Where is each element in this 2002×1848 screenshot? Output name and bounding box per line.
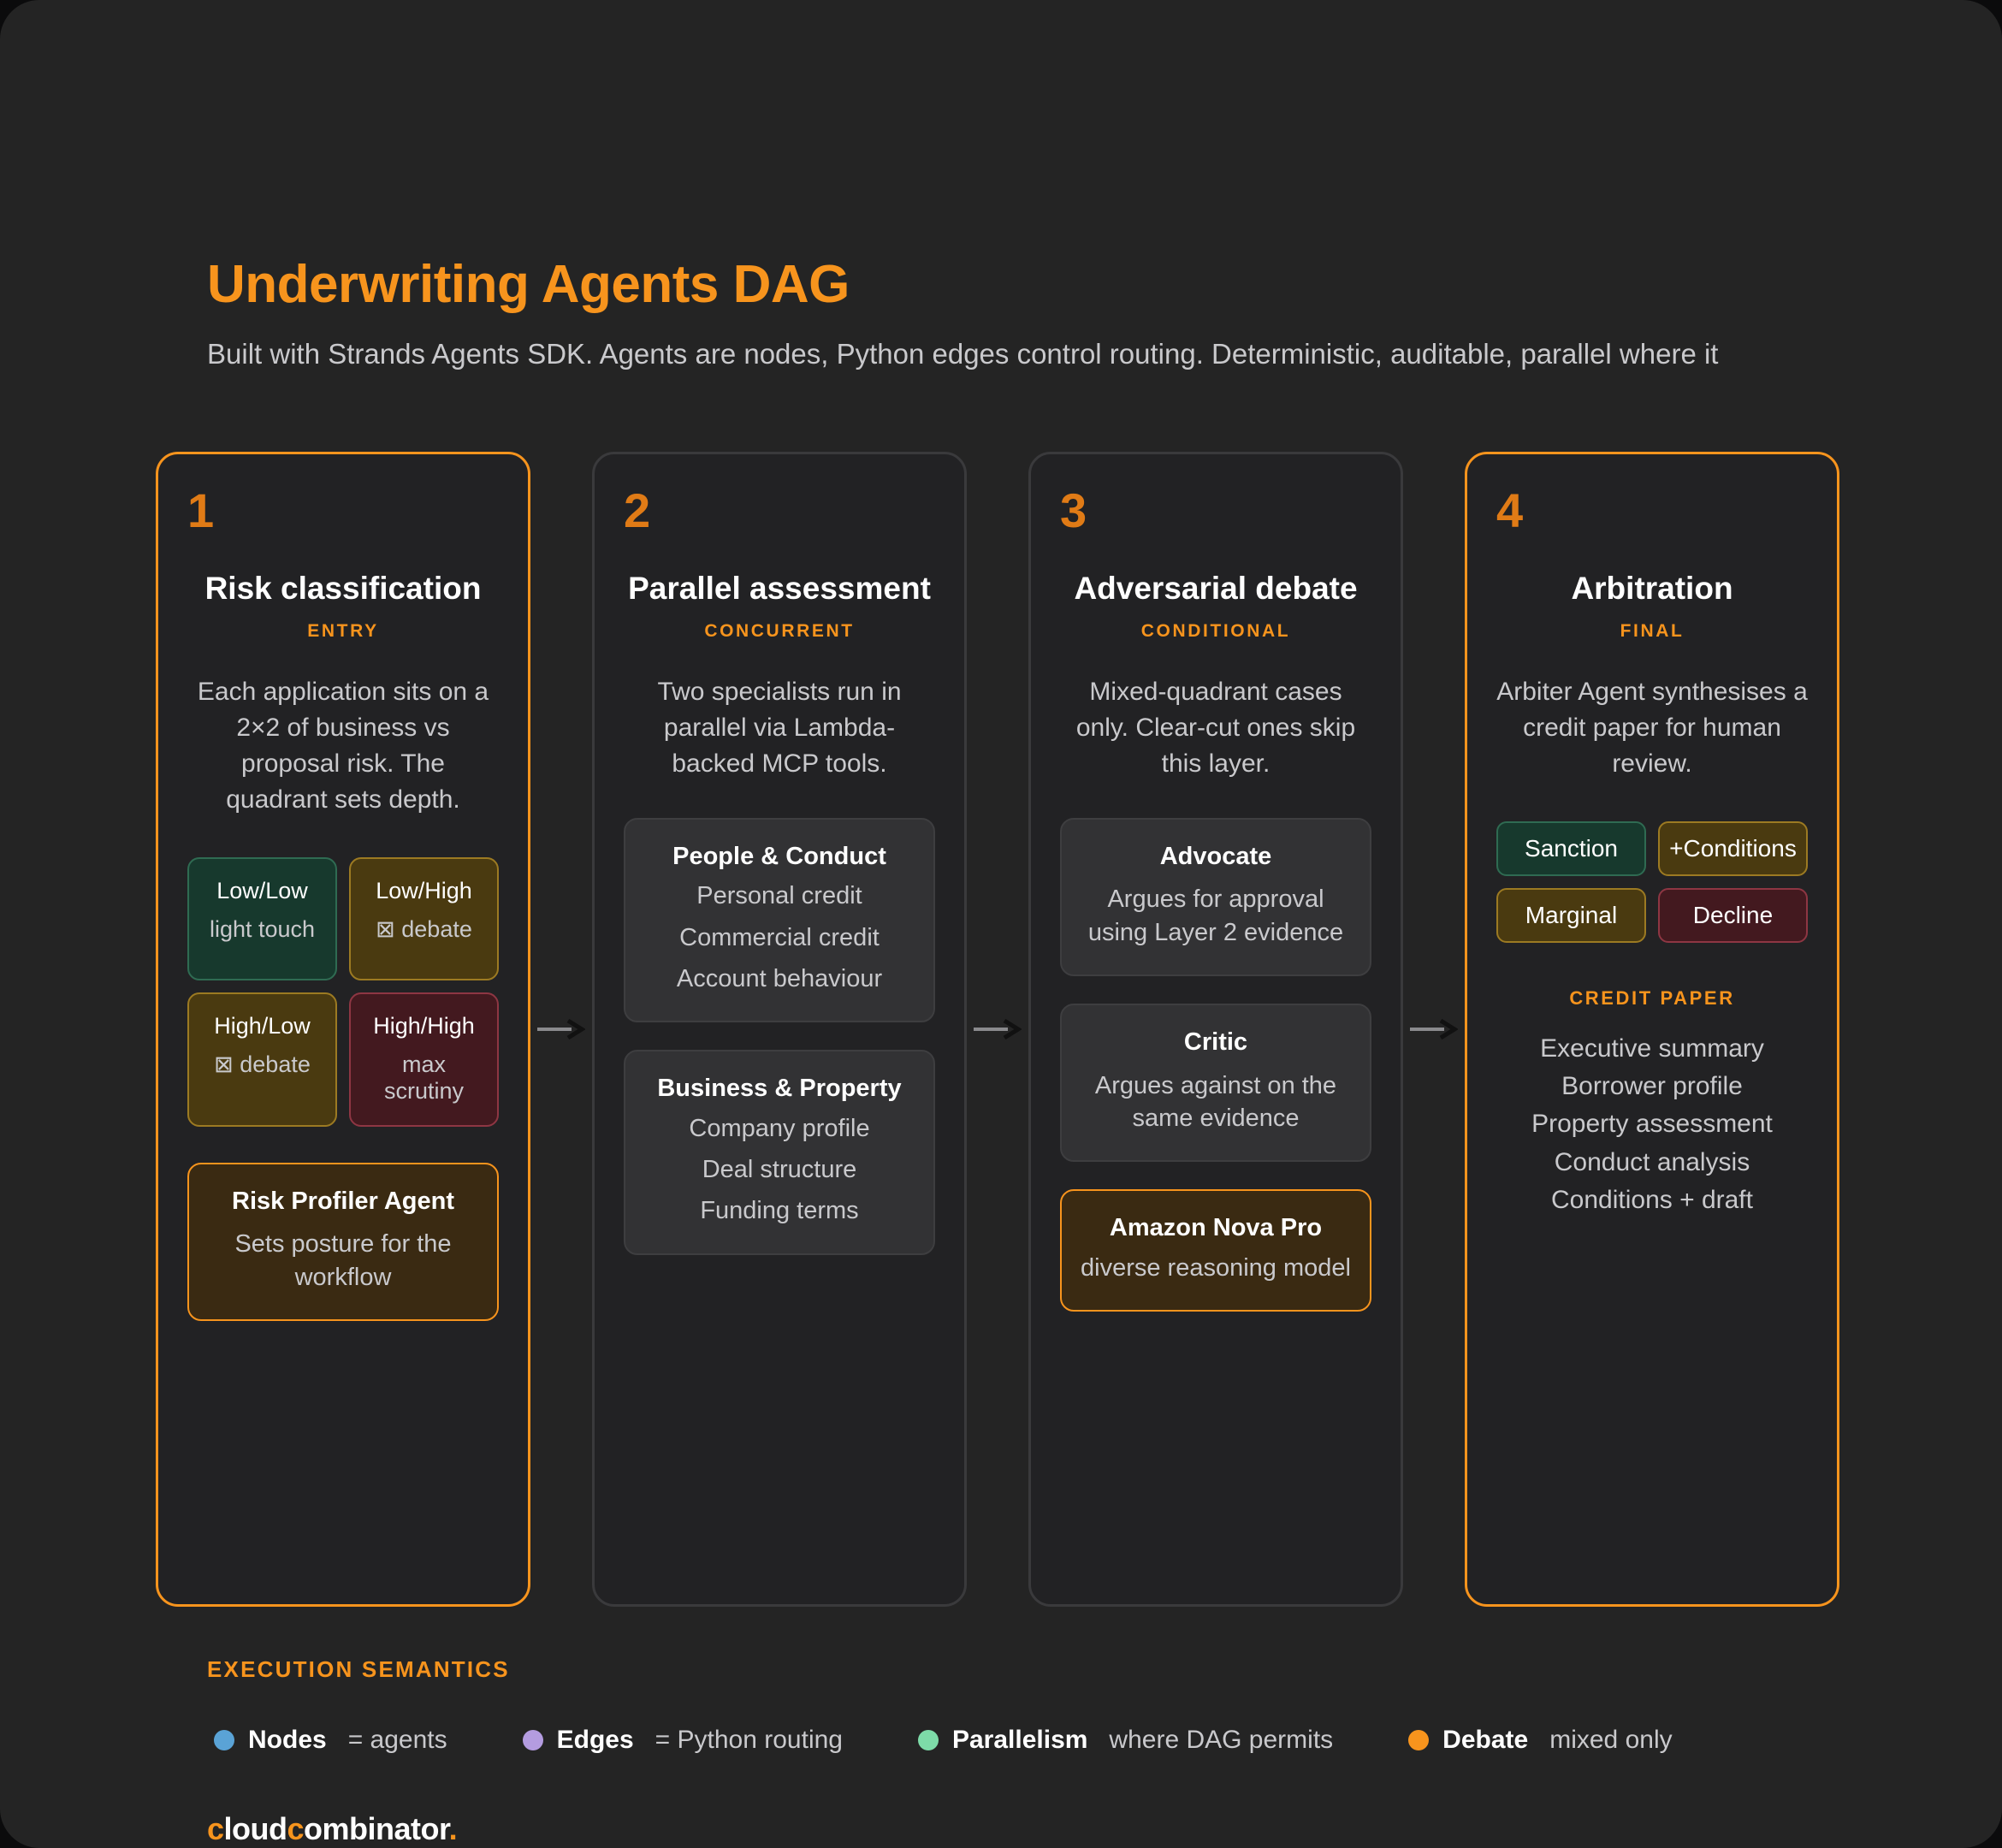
outcome-chip-conditions[interactable]: +Conditions [1658,820,1808,876]
advocate-card[interactable]: Advocate Argues for approval using Layer… [1060,817,1371,976]
flow-arrow-3-to-4 [1403,452,1465,1607]
legend-value: mixed only [1549,1725,1673,1754]
outcome-chip-grid: Sanction +Conditions Marginal Decline [1496,820,1808,943]
stage-tag: CONDITIONAL [1140,620,1291,641]
people-conduct-card[interactable]: People & Conduct Personal credit Commerc… [624,817,935,1023]
list-item: Conduct analysis [1554,1147,1750,1176]
stage-description: Arbiter Agent synthesises a credit paper… [1496,677,1808,778]
legend-value: where DAG permits [1109,1725,1334,1754]
legend-item-edges: Edges = Python routing [522,1725,843,1755]
quadrant-sub: light touch [209,915,316,942]
brand-part: c [287,1810,305,1846]
stage-tag: ENTRY [307,620,379,641]
list-item: Executive summary [1540,1034,1764,1063]
outcome-chip-sanction[interactable]: Sanction [1496,820,1646,876]
card-body: Argues against on the same evidence [1094,1071,1337,1132]
critic-card[interactable]: Critic Argues against on the same eviden… [1060,1003,1371,1163]
legend-value: = agents [347,1725,447,1754]
brand-logo: cloudcombinator. [207,1811,2002,1847]
brand-part: loud [223,1810,287,1846]
legend-dot-icon [917,1729,939,1750]
card-line: diverse reasoning model [1081,1253,1351,1282]
stage-description: Two specialists run in parallel via Lamb… [657,677,902,778]
quadrant-name: High/High [373,1012,475,1039]
stage-description: Each application sits on a 2×2 of busine… [197,677,489,814]
card-line: Account behaviour [676,964,883,992]
risk-profiler-agent-card[interactable]: Risk Profiler Agent Sets posture for the… [187,1162,499,1321]
list-item: Property assessment [1531,1110,1773,1139]
pipeline-columns: 1 Risk classification ENTRY Each applica… [0,451,2002,1607]
quadrant-low-low[interactable]: Low/Low light touch [187,856,337,980]
stage-title: Parallel assessment [628,570,931,606]
legend-dot-icon [214,1729,234,1750]
legend-item-nodes: Nodes = agents [214,1726,447,1755]
list-item: Conditions + draft [1551,1186,1753,1215]
quadrant-high-low[interactable]: High/Low ⊠ debate [187,992,337,1127]
amazon-nova-pro-card[interactable]: Amazon Nova Pro diverse reasoning model [1060,1189,1371,1312]
quadrant-low-high[interactable]: Low/High ⊠ debate [349,856,499,980]
quadrant-sub: ⊠ debate [376,915,472,942]
stage-title: Adversarial debate [1074,570,1358,606]
list-item: Borrower profile [1561,1071,1743,1100]
card-title: Risk Profiler Agent [232,1187,454,1215]
card-line: Commercial credit [679,923,880,951]
outcome-chip-marginal[interactable]: Marginal [1496,887,1646,943]
business-property-card[interactable]: Business & Property Company profile Deal… [624,1050,935,1255]
quadrant-name: Low/High [376,877,472,903]
brand-part: . [448,1810,458,1846]
stage-column-risk-classification[interactable]: 1 Risk classification ENTRY Each applica… [156,451,530,1607]
flow-arrow-2-to-3 [967,452,1028,1607]
legend-dot-icon [1408,1729,1430,1750]
outcome-chip-decline[interactable]: Decline [1658,887,1808,943]
legend-label: Debate [1442,1725,1529,1754]
card-body: Argues for approval using Layer 2 eviden… [1087,886,1344,946]
card-title: Amazon Nova Pro [1109,1214,1323,1242]
quadrant-name: High/Low [214,1012,311,1039]
stage-column-arbitration[interactable]: 4 Arbitration FINAL Arbiter Agent synthe… [1465,451,1839,1607]
legend-value: = Python routing [654,1725,843,1754]
card-line: Personal credit [696,882,862,910]
card-line: Deal structure [702,1156,857,1184]
quadrant-sub: max scrutiny [383,1051,465,1104]
page-title: Underwriting Agents DAG [207,255,850,314]
stage-number: 1 [187,483,215,537]
page-subtitle: Built with Strands Agents SDK. Agents ar… [207,338,1719,370]
quadrant-high-high[interactable]: High/High max scrutiny [349,992,499,1127]
card-title: Critic [1183,1028,1248,1056]
card-title: Advocate [1159,842,1272,870]
risk-quadrant-grid: Low/Low light touch Low/High ⊠ debate Hi… [187,856,499,1127]
stage-description: Mixed-quadrant cases only. Clear-cut one… [1075,677,1356,778]
card-body: Sets posture for the workflow [234,1230,452,1291]
legend-dot-icon [522,1729,543,1750]
legend-item-parallelism: Parallelism where DAG permits [917,1725,1334,1755]
stage-tag: FINAL [1620,620,1685,641]
stage-title: Risk classification [204,570,482,606]
stage-number: 4 [1496,483,1524,537]
legend-heading: EXECUTION SEMANTICS [207,1656,510,1682]
legend-label: Edges [556,1725,634,1754]
legend-item-debate: Debate mixed only [1408,1725,1673,1755]
card-line: Company profile [689,1114,870,1142]
credit-paper-label: CREDIT PAPER [1569,986,1735,1009]
stage-title: Arbitration [1571,570,1733,606]
card-title: Business & Property [657,1075,902,1103]
brand-part: ombinator [304,1810,449,1846]
stage-number: 3 [1060,483,1087,537]
legend-row: Nodes = agents Edges = Python routing Pa… [214,1726,2002,1755]
quadrant-name: Low/Low [216,877,308,903]
stage-column-parallel-assessment[interactable]: 2 Parallel assessment CONCURRENT Two spe… [592,451,967,1607]
stage-number: 2 [624,483,651,537]
brand-part: c [207,1810,224,1846]
stage-tag: CONCURRENT [704,620,855,641]
legend-label: Parallelism [951,1725,1088,1754]
quadrant-sub: ⊠ debate [214,1051,311,1077]
card-title: People & Conduct [672,842,886,870]
legend-label: Nodes [248,1725,327,1754]
card-line: Funding terms [700,1197,859,1225]
credit-paper-list: Executive summary Borrower profile Prope… [1496,1030,1808,1220]
stage-column-adversarial-debate[interactable]: 3 Adversarial debate CONDITIONAL Mixed-q… [1028,451,1403,1607]
flow-arrow-1-to-2 [530,452,592,1607]
